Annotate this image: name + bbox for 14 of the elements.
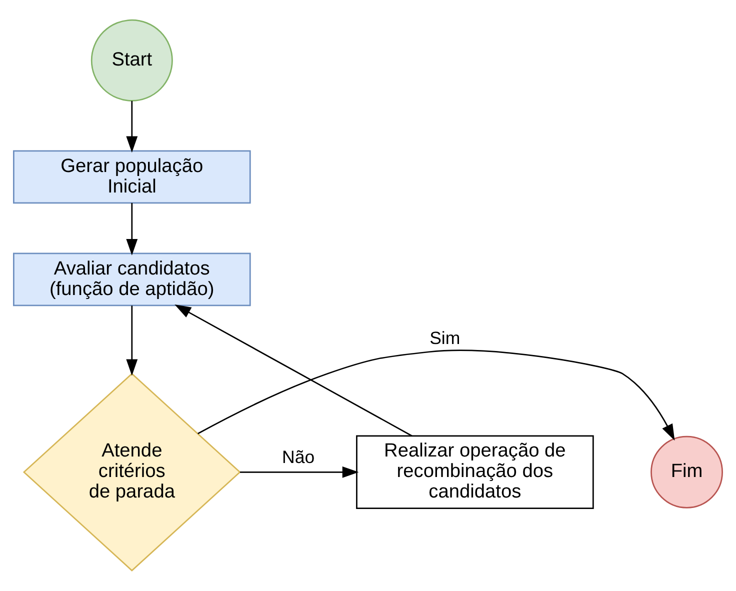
node-box: Gerar população Inicial bbox=[13, 150, 251, 204]
arrow bbox=[126, 306, 138, 376]
arrow bbox=[174, 304, 412, 436]
arrow bbox=[126, 202, 138, 256]
edge-label: Sim bbox=[430, 328, 460, 348]
node-circle: Start bbox=[90, 19, 173, 102]
node-circle: Fim bbox=[650, 436, 723, 508]
arrow bbox=[240, 466, 359, 478]
edge-label: Não bbox=[282, 447, 315, 468]
node-box: Avaliar candidatos (função de aptidão) bbox=[13, 252, 251, 306]
arrow bbox=[198, 350, 675, 441]
node-diamond: Atende critérios de parada bbox=[22, 372, 241, 572]
arrow bbox=[126, 100, 138, 153]
node-box: Realizar operação de recombinação dos candidatos bbox=[356, 435, 594, 510]
